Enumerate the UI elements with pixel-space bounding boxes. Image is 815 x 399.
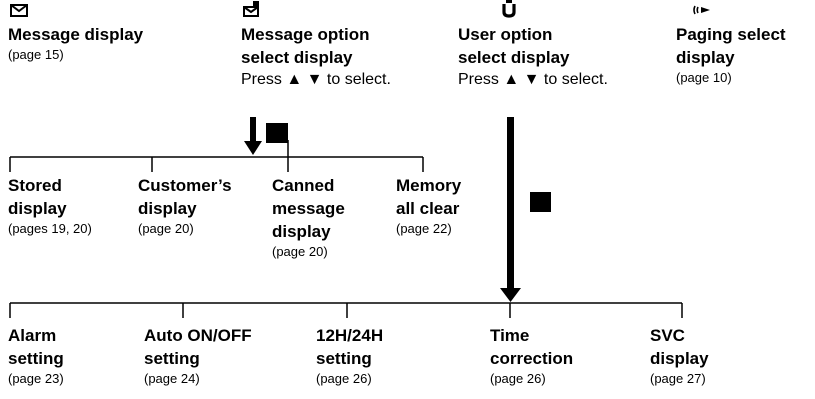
page-ref: (page 20): [138, 221, 194, 236]
top-item-message-display: Message display (page 15): [8, 0, 143, 64]
press-instruction: Press ▲ ▼ to select.: [241, 71, 391, 88]
arrow-shaft-middle: [250, 117, 256, 143]
top-title: Message display: [8, 25, 144, 44]
paging-icon: [693, 5, 710, 15]
user-icon: [502, 0, 516, 18]
page-ref: (page 26): [316, 371, 372, 386]
page-ref: (page 27): [650, 371, 706, 386]
page-ref: (page 24): [144, 371, 200, 386]
message-option-icon: [243, 1, 259, 17]
page-ref: (page 23): [8, 371, 64, 386]
arrow-shaft-bottom: [507, 117, 514, 290]
square-marker-bottom: [530, 192, 551, 212]
arrow-head-bottom: [500, 288, 521, 302]
square-marker-middle: [266, 123, 288, 143]
press-instruction: Press ▲ ▼ to select.: [458, 71, 608, 88]
arrow-head-middle: [244, 141, 262, 155]
page-ref: (page 26): [490, 371, 546, 386]
page-ref: (page 20): [272, 244, 328, 259]
envelope-icon: [10, 4, 28, 17]
page-ref: (page 22): [396, 221, 452, 236]
page-ref: (pages 19, 20): [8, 221, 92, 236]
page-ref: (page 15): [8, 47, 64, 62]
page-ref: (page 10): [676, 70, 732, 85]
